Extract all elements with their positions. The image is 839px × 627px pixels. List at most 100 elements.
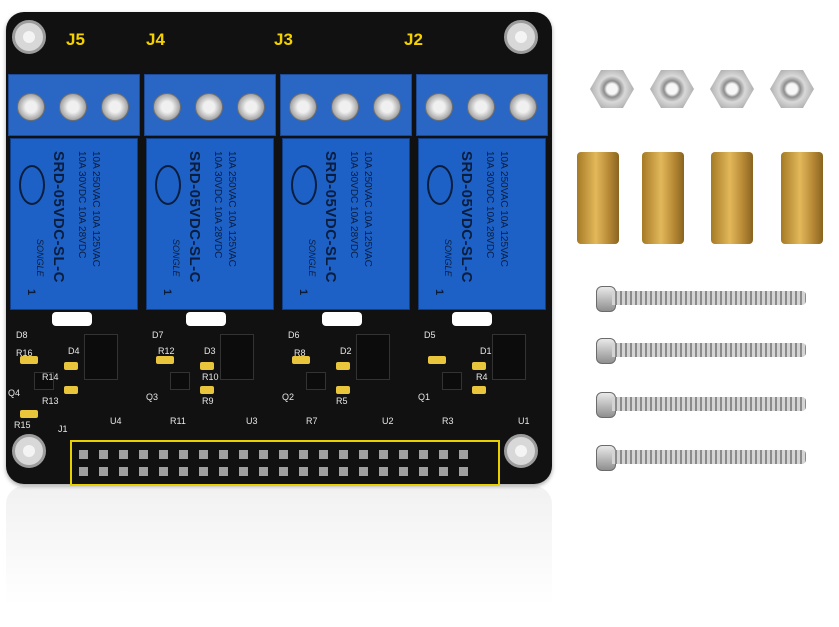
silk-label: D8 [16, 330, 28, 340]
silk-label: R11 [170, 416, 186, 426]
silk-label: D6 [288, 330, 300, 340]
terminal-screw-icon [331, 93, 359, 121]
gpio-pins [79, 450, 468, 476]
cqc-logo-icon [19, 165, 45, 205]
jumper-label: J4 [146, 30, 165, 49]
smd-component [472, 386, 486, 394]
relay-rating-ac: 10A 250VAC 10A 125VAC [362, 151, 373, 267]
terminal-screw-icon [101, 93, 129, 121]
hex-nut [710, 70, 754, 108]
relay-number: 1 [297, 289, 309, 296]
silk-label: D7 [152, 330, 164, 340]
silk-label: J1 [58, 424, 68, 434]
relay-number: 1 [25, 289, 37, 296]
silk-label: R12 [158, 346, 175, 356]
relay-gap [452, 312, 492, 326]
silk-label: Q2 [282, 392, 295, 402]
optocoupler-chip [220, 334, 254, 380]
terminal-screw-icon [59, 93, 87, 121]
silk-label: R15 [14, 420, 31, 430]
optocoupler-chip [84, 334, 118, 380]
screw-terminal [144, 74, 276, 136]
silk-label: D3 [204, 346, 216, 356]
silk-label: Q4 [8, 388, 21, 398]
brass-standoff [781, 152, 823, 244]
cqc-logo-icon [427, 165, 453, 205]
relay-board: J5 J4 J3 J2 10A 250VAC 10A 125VAC [6, 12, 552, 486]
relay-brand: SONGLE [307, 239, 317, 277]
silk-label: R8 [294, 348, 306, 358]
silk-label: R10 [202, 372, 219, 382]
silk-label: R5 [336, 396, 348, 406]
mounting-hole [12, 434, 46, 468]
machine-screw [596, 392, 806, 418]
smd-component [20, 410, 38, 418]
relay-rating-dc: 10A 30VDC 10A 28VDC [348, 151, 359, 259]
screw-terminal [416, 74, 548, 136]
silk-label: U4 [110, 416, 122, 426]
smd-component [200, 386, 214, 394]
silk-label: R9 [202, 396, 214, 406]
terminal-screw-icon [17, 93, 45, 121]
silk-label: R14 [42, 372, 59, 382]
relay-brand: SONGLE [171, 239, 181, 277]
relay-brand: SONGLE [35, 239, 45, 277]
silk-label: U3 [246, 416, 258, 426]
terminal-screw-icon [195, 93, 223, 121]
transistor [442, 372, 462, 390]
mounting-hole [12, 20, 46, 54]
machine-screw [596, 286, 806, 312]
cqc-logo-icon [291, 165, 317, 205]
machine-screw [596, 338, 806, 364]
relay: 10A 250VAC 10A 125VAC 10A 30VDC 10A 28VD… [282, 138, 410, 310]
transistor [306, 372, 326, 390]
relay-gap [52, 312, 92, 326]
brass-standoff [711, 152, 753, 244]
relay-rating-dc: 10A 30VDC 10A 28VDC [484, 151, 495, 259]
optocoupler-chip [492, 334, 526, 380]
relay-rating-ac: 10A 250VAC 10A 125VAC [90, 151, 101, 267]
silk-label: D1 [480, 346, 492, 356]
relay-rating-dc: 10A 30VDC 10A 28VDC [76, 151, 87, 259]
cqc-logo-icon [155, 165, 181, 205]
silk-label: R3 [442, 416, 454, 426]
relay-rating-ac: 10A 250VAC 10A 125VAC [498, 151, 509, 267]
smd-component [292, 356, 310, 364]
mounting-hole [504, 434, 538, 468]
terminal-screw-icon [509, 93, 537, 121]
optocoupler-chip [356, 334, 390, 380]
silk-label: D5 [424, 330, 436, 340]
silk-label: D4 [68, 346, 80, 356]
transistor [34, 372, 54, 390]
smd-component [64, 362, 78, 370]
relay-number: 1 [161, 289, 173, 296]
relay-gap [186, 312, 226, 326]
mounting-hole [504, 20, 538, 54]
silk-label: R4 [476, 372, 488, 382]
relay-model: SRD-05VDC-SL-C [186, 151, 203, 284]
brass-standoff [577, 152, 619, 244]
silk-label: R7 [306, 416, 318, 426]
transistor [170, 372, 190, 390]
jumper-label: J2 [404, 30, 423, 49]
terminal-screw-icon [467, 93, 495, 121]
relay: 10A 250VAC 10A 125VAC 10A 30VDC 10A 28VD… [146, 138, 274, 310]
smd-component [20, 356, 38, 364]
brass-standoff [642, 152, 684, 244]
silk-label: Q3 [146, 392, 159, 402]
terminal-screw-icon [237, 93, 265, 121]
relay: 10A 250VAC 10A 125VAC 10A 30VDC 10A 28VD… [10, 138, 138, 310]
relay-gap [322, 312, 362, 326]
board-reflection [6, 486, 552, 627]
hex-nut [650, 70, 694, 108]
smd-component [336, 386, 350, 394]
relay-brand: SONGLE [443, 239, 453, 277]
smd-component [428, 356, 446, 364]
relay-model: SRD-05VDC-SL-C [322, 151, 339, 284]
relay-rating-ac: 10A 250VAC 10A 125VAC [226, 151, 237, 267]
silk-label: D2 [340, 346, 352, 356]
relay-number: 1 [433, 289, 445, 296]
gpio-header [70, 440, 500, 486]
smd-component [336, 362, 350, 370]
